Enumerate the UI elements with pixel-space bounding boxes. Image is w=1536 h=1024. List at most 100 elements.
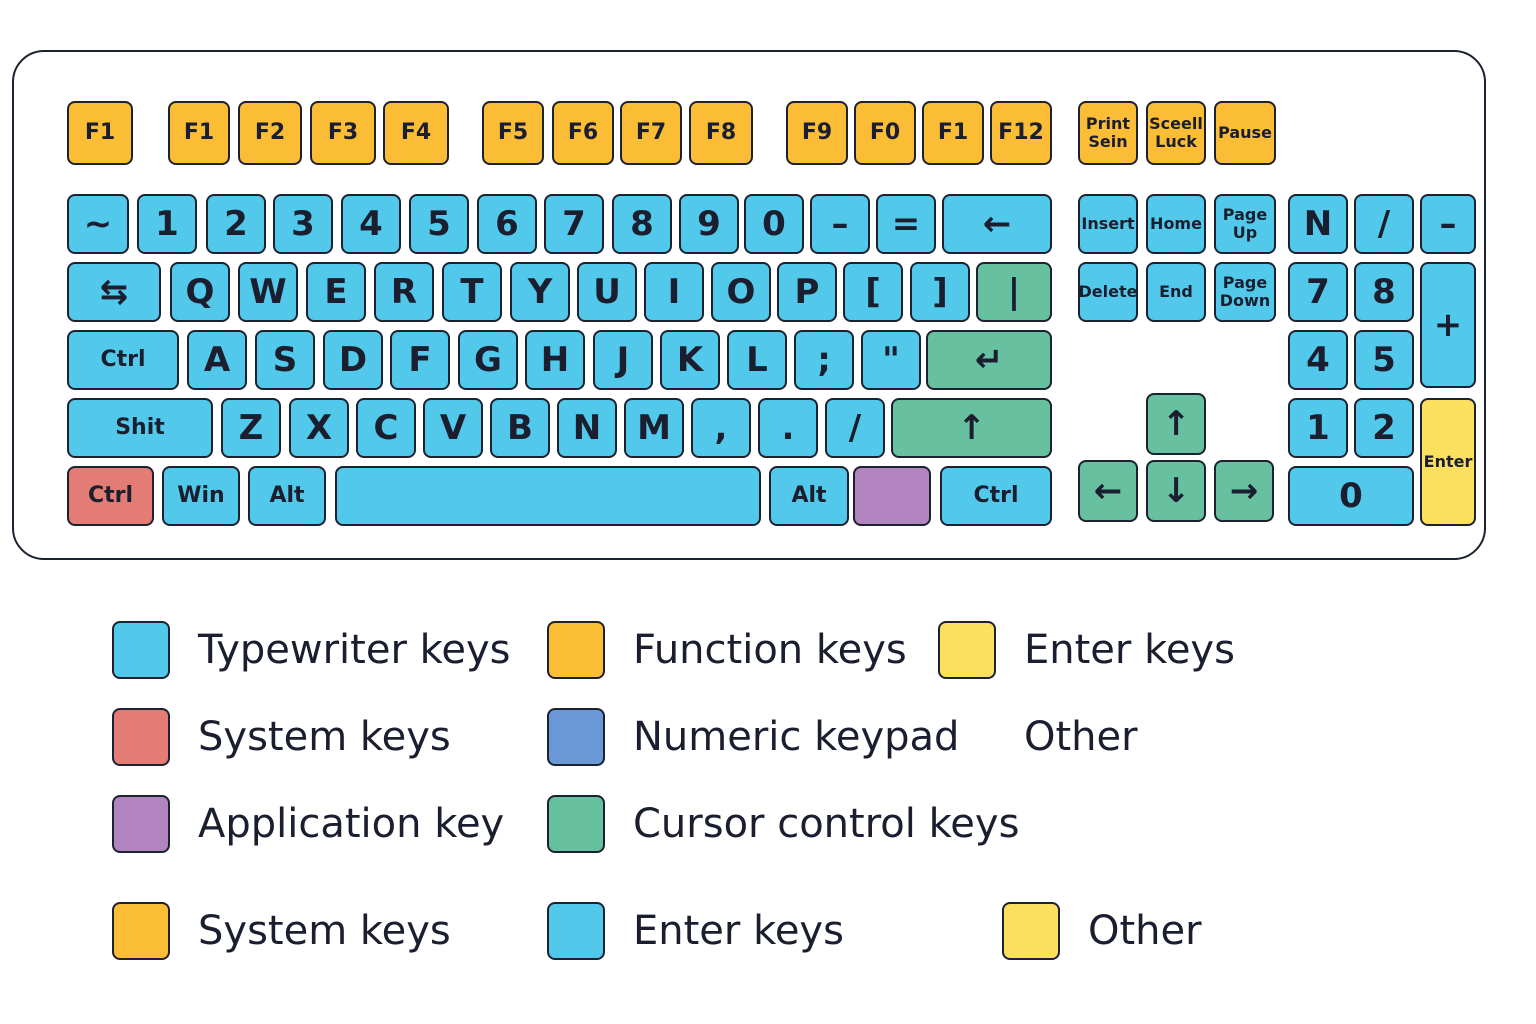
key-print-sein[interactable]: Print Sein: [1078, 101, 1138, 165]
key-key-12[interactable]: ]: [910, 262, 970, 322]
key-key-0[interactable]: ⇆: [67, 262, 161, 322]
key-u-7[interactable]: U: [577, 262, 637, 322]
key-b-5[interactable]: B: [490, 398, 550, 458]
key-page-down[interactable]: Page Down: [1214, 262, 1276, 322]
key-key-11[interactable]: ": [861, 330, 921, 390]
key-end[interactable]: End: [1146, 262, 1206, 322]
key-t-5[interactable]: T: [442, 262, 502, 322]
key-f0[interactable]: F0: [854, 101, 916, 165]
key-0-10[interactable]: 0: [744, 194, 804, 254]
key-f1[interactable]: F1: [67, 101, 133, 165]
key-n-6[interactable]: N: [557, 398, 617, 458]
key-m-7[interactable]: M: [624, 398, 684, 458]
key-4-4[interactable]: 4: [341, 194, 401, 254]
key-f2[interactable]: F2: [238, 101, 302, 165]
key-i-8[interactable]: I: [644, 262, 704, 322]
key-alt-4[interactable]: Alt: [769, 466, 849, 526]
key-1-1[interactable]: 1: [137, 194, 197, 254]
key-key-9[interactable]: .: [758, 398, 818, 458]
key-j-7[interactable]: J: [593, 330, 653, 390]
key-arrow-right[interactable]: →: [1214, 460, 1274, 522]
key-a-1[interactable]: A: [187, 330, 247, 390]
key-key-13[interactable]: |: [976, 262, 1052, 322]
key-f12[interactable]: F12: [990, 101, 1052, 165]
key-num-minus[interactable]: –: [1420, 194, 1476, 254]
key-shit-0[interactable]: Shit: [67, 398, 213, 458]
key-key-10[interactable]: ;: [794, 330, 854, 390]
key-z-1[interactable]: Z: [221, 398, 281, 458]
key-key-12[interactable]: ↵: [926, 330, 1052, 390]
key-k-8[interactable]: K: [660, 330, 720, 390]
key-home[interactable]: Home: [1146, 194, 1206, 254]
key-f5[interactable]: F5: [482, 101, 544, 165]
key-arrow-up[interactable]: ↑: [1146, 393, 1206, 455]
key-key-10[interactable]: /: [825, 398, 885, 458]
key-w-2[interactable]: W: [238, 262, 298, 322]
key-e-3[interactable]: E: [306, 262, 366, 322]
key-key-11[interactable]: [: [843, 262, 903, 322]
key-num-2[interactable]: 2: [1354, 398, 1414, 458]
key-p-10[interactable]: P: [777, 262, 837, 322]
key-l-9[interactable]: L: [727, 330, 787, 390]
key-f7[interactable]: F7: [620, 101, 682, 165]
key-num-7[interactable]: 7: [1288, 262, 1348, 322]
key-num-0[interactable]: 0: [1288, 466, 1414, 526]
key-d-3[interactable]: D: [323, 330, 383, 390]
key-f6[interactable]: F6: [552, 101, 614, 165]
key-y-6[interactable]: Y: [510, 262, 570, 322]
key-key-11[interactable]: –: [810, 194, 870, 254]
key-2-2[interactable]: 2: [206, 194, 266, 254]
key-g-5[interactable]: G: [458, 330, 518, 390]
legend-label: Application key: [198, 801, 505, 847]
legend-label: Function keys: [633, 627, 907, 673]
key-num-1[interactable]: 1: [1288, 398, 1348, 458]
key-key-13[interactable]: ←: [942, 194, 1052, 254]
key-ctrl-0[interactable]: Ctrl: [67, 330, 179, 390]
key-delete[interactable]: Delete: [1078, 262, 1138, 322]
key-c-3[interactable]: C: [356, 398, 416, 458]
key-x-2[interactable]: X: [289, 398, 349, 458]
key-5-5[interactable]: 5: [409, 194, 469, 254]
key-alt-2[interactable]: Alt: [248, 466, 326, 526]
key-num-plus[interactable]: +: [1420, 262, 1476, 388]
key-num-enter[interactable]: Enter: [1420, 398, 1476, 526]
key-key-0[interactable]: ~: [67, 194, 129, 254]
key-f4[interactable]: F4: [383, 101, 449, 165]
key-6-6[interactable]: 6: [477, 194, 537, 254]
key-ctrl-0[interactable]: Ctrl: [67, 466, 154, 526]
key-f-4[interactable]: F: [390, 330, 450, 390]
key-f1[interactable]: F1: [922, 101, 984, 165]
key-num-divide[interactable]: /: [1354, 194, 1414, 254]
key-9-9[interactable]: 9: [679, 194, 739, 254]
key-3-3[interactable]: 3: [273, 194, 333, 254]
key-q-1[interactable]: Q: [170, 262, 230, 322]
key-f9[interactable]: F9: [786, 101, 848, 165]
key-v-4[interactable]: V: [423, 398, 483, 458]
key-num-8[interactable]: 8: [1354, 262, 1414, 322]
key-key-12[interactable]: =: [876, 194, 936, 254]
key-num-5[interactable]: 5: [1354, 330, 1414, 390]
key-application[interactable]: [853, 466, 931, 526]
key-f8[interactable]: F8: [689, 101, 753, 165]
key-num-4[interactable]: 4: [1288, 330, 1348, 390]
key-ctrl-6[interactable]: Ctrl: [940, 466, 1052, 526]
key-o-9[interactable]: O: [711, 262, 771, 322]
key-s-2[interactable]: S: [255, 330, 315, 390]
key-f3[interactable]: F3: [310, 101, 376, 165]
key-8-8[interactable]: 8: [612, 194, 672, 254]
key-space[interactable]: [335, 466, 761, 526]
key-arrow-down[interactable]: ↓: [1146, 460, 1206, 522]
key-pause[interactable]: Pause: [1214, 101, 1276, 165]
key-arrow-left[interactable]: ←: [1078, 460, 1138, 522]
key-numlock[interactable]: N: [1288, 194, 1348, 254]
key-f1[interactable]: F1: [168, 101, 230, 165]
key-key-8[interactable]: ,: [691, 398, 751, 458]
key-win-1[interactable]: Win: [162, 466, 240, 526]
key-insert[interactable]: Insert: [1078, 194, 1138, 254]
key-r-4[interactable]: R: [374, 262, 434, 322]
key-key-11[interactable]: ↑: [891, 398, 1052, 458]
key-sceell-luck[interactable]: Sceell Luck: [1146, 101, 1206, 165]
key-h-6[interactable]: H: [525, 330, 585, 390]
key-page-up[interactable]: Page Up: [1214, 194, 1276, 254]
key-7-7[interactable]: 7: [544, 194, 604, 254]
